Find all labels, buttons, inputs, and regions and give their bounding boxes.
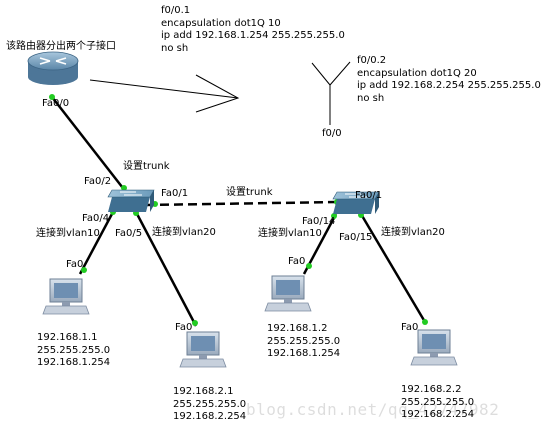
cable-sw1-pc2 [134,211,198,327]
config-line: ip add 192.168.2.254 255.255.255.0 [357,80,541,91]
router-port-label: Fa0/0 [42,98,70,109]
router-icon[interactable] [27,51,79,85]
pc-ip: 192.168.1.2 [267,323,328,334]
switch-2-icon[interactable] [332,191,380,214]
pc-ip: 192.168.2.2 [401,384,462,395]
pc-gateway: 192.168.1.254 [267,348,341,359]
cable-sw1-sw2 [145,200,341,207]
pc-gateway: 192.168.2.254 [173,411,247,422]
sw1-port-left: Fa0/4 [82,213,110,224]
pc-ip: 192.168.1.1 [37,332,98,343]
arrow-icon [89,74,240,113]
config-line: f0/0.2 [357,55,387,66]
trunk-label-sw1-sw2: 设置trunk [226,187,273,198]
sw2-vlan-left: 连接到vlan10 [258,228,322,239]
subinterface-2-config: f0/0.2 encapsulation dot1Q 20 ip add 192… [357,55,541,105]
config-line: ip add 192.168.1.254 255.255.255.0 [161,30,345,41]
pc-mask: 255.255.255.0 [267,335,341,347]
pc1-port: Fa0 [66,259,84,270]
sw1-port-right: Fa0/1 [161,188,189,199]
pc-mask: 255.255.255.0 [401,396,475,408]
cable-router-sw1 [51,96,127,193]
pc-gateway: 192.168.2.254 [401,409,475,420]
pc-mask: 255.255.255.0 [37,344,111,356]
pc4-config: 192.168.2.2 255.255.255.0 192.168.2.254 [401,384,474,422]
pc-2-icon[interactable] [179,331,227,368]
sw2-port-down: Fa0/15 [339,232,373,243]
pc-gateway: 192.168.1.254 [37,357,111,368]
pc-4-icon[interactable] [410,329,458,366]
physical-interface-label: f0/0 [322,128,342,139]
cable-sw1-pc1 [78,211,115,275]
router-note: 该路由器分出两个子接口 [6,41,116,52]
cable-sw2-pc4 [359,213,427,323]
subinterface-split-icon [311,61,351,125]
sw1-port-up: Fa0/2 [84,176,112,187]
sw2-port-left: Fa0/14 [302,216,336,227]
sw1-port-down: Fa0/5 [115,228,143,239]
pc4-port: Fa0 [401,322,419,333]
switch-1-icon[interactable] [107,189,155,212]
pc-1-icon[interactable] [42,278,90,315]
pc3-port: Fa0 [288,256,306,267]
trunk-label-router-sw1: 设置trunk [123,161,170,172]
pc2-config: 192.168.2.1 255.255.255.0 192.168.2.254 [173,386,246,424]
pc-mask: 255.255.255.0 [173,398,247,410]
sw2-port-up: Fa0/1 [355,190,383,201]
config-line: no sh [357,92,385,104]
pc3-config: 192.168.1.2 255.255.255.0 192.168.1.254 [267,323,340,361]
config-line: f0/0.1 [161,5,191,16]
subinterface-1-config: f0/0.1 encapsulation dot1Q 10 ip add 192… [161,5,345,55]
sw2-vlan-right: 连接到vlan20 [381,227,445,238]
sw1-vlan-right: 连接到vlan20 [152,227,216,238]
sw1-vlan-left: 连接到vlan10 [36,228,100,239]
pc2-port: Fa0 [175,322,193,333]
pc1-config: 192.168.1.1 255.255.255.0 192.168.1.254 [37,332,110,370]
pc-ip: 192.168.2.1 [173,386,234,397]
config-line: no sh [161,42,189,54]
pc-3-icon[interactable] [264,275,312,312]
watermark: blog.csdn.net/qq_42747982 [246,400,500,419]
config-line: encapsulation dot1Q 20 [357,67,477,79]
config-line: encapsulation dot1Q 10 [161,17,281,29]
